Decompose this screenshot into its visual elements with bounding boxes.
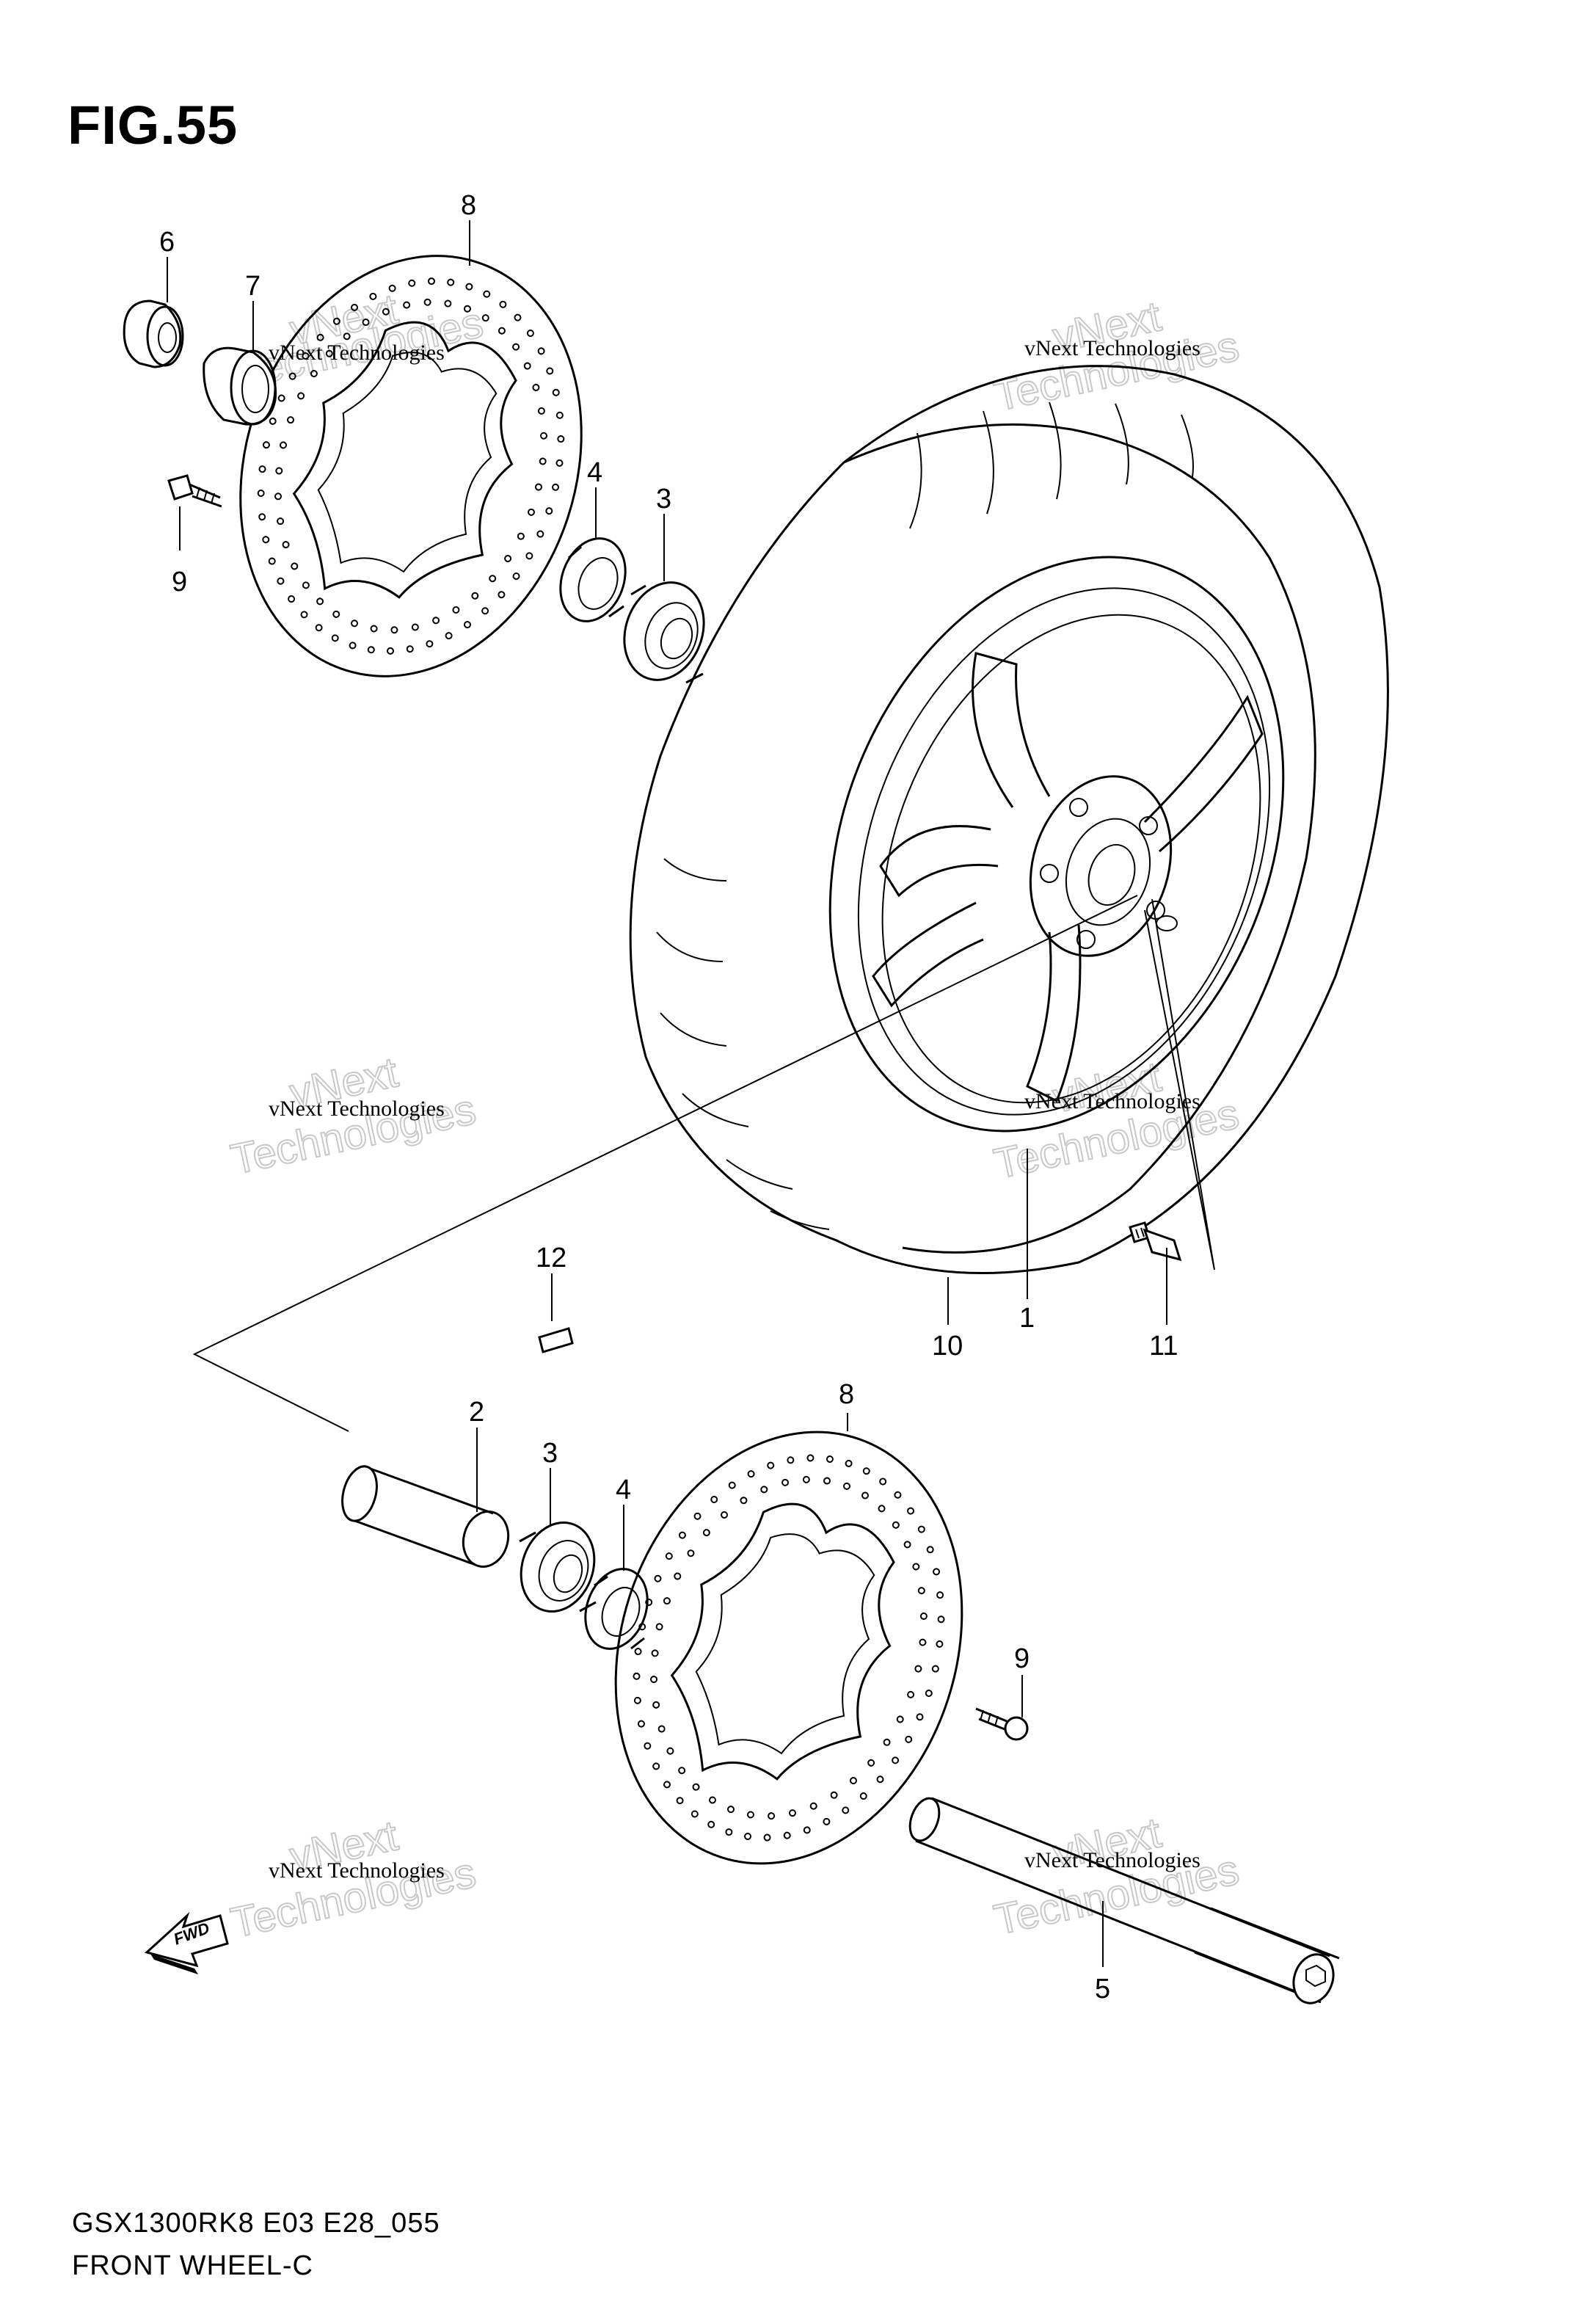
svg-text:vNext Technologies: vNext Technologies [269,1097,445,1121]
callout-10: 10 [932,1331,963,1362]
brake-disc-bottom [614,1431,963,1865]
callout-6: 6 [159,227,175,258]
disc-bolt-bottom [975,1707,1029,1741]
svg-text:vNext Technologies: vNext Technologies [269,1858,445,1883]
bearing-top [623,581,705,684]
svg-text:vNext Technologies: vNext Technologies [1024,336,1200,360]
figure-name: FRONT WHEEL-C [72,2250,313,2281]
callout-4-bot: 4 [616,1475,631,1505]
disc-bolt-top [167,474,222,508]
callout-3-top: 3 [656,484,671,515]
front-axle [908,1797,1340,2004]
callout-leaders [167,220,1167,1967]
watermark-top-right: Technologies vNext vNext Technologies [989,291,1244,421]
callout-8-bot: 8 [839,1379,854,1410]
callout-9-bot: 9 [1014,1643,1030,1674]
balance-weight [538,1327,574,1353]
oil-seal-top [559,537,627,622]
forward-arrow: FWD [144,1912,229,1974]
callout-12: 12 [536,1243,566,1273]
callout-labels: 8 6 7 9 4 3 12 10 1 11 2 3 4 8 9 5 [159,190,1178,2004]
callout-8-top: 8 [461,190,476,221]
svg-text:vNext Technologies: vNext Technologies [1024,1848,1200,1872]
wheel-spacer [341,1465,510,1568]
callout-9-top: 9 [172,567,187,597]
bearing-bottom [519,1521,597,1613]
wheel-assembly [629,365,1389,1275]
figure-title: FIG.55 [68,95,238,156]
tire-valve [1129,1221,1182,1262]
callout-3-bot: 3 [542,1438,558,1469]
oil-seal-bottom [584,1568,649,1650]
watermark-mid-left: Technologies vNext vNext Technologies [226,1047,481,1184]
axle-plug [123,299,184,368]
callout-1: 1 [1019,1303,1035,1334]
callout-11: 11 [1149,1331,1178,1362]
assembly-leader-lines [192,895,1215,1432]
watermark-bottom-right: Technologies vNext vNext Technologies [989,1808,1244,1944]
callout-2: 2 [469,1397,484,1428]
callout-5: 5 [1095,1974,1110,2004]
callout-4-top: 4 [587,457,602,488]
figure-code: GSX1300RK8 E03 E28_055 [72,2208,440,2239]
watermark-bottom-left: Technologies vNext vNext Technologies [226,1811,481,1947]
callout-7: 7 [245,271,260,302]
